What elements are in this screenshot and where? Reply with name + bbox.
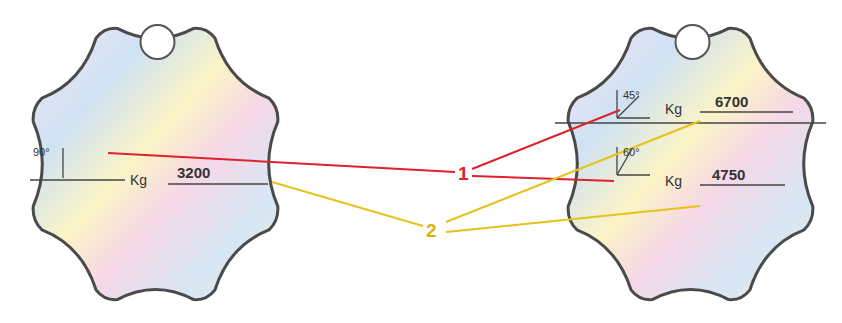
tag-outline (568, 28, 813, 299)
marking-line (616, 90, 617, 118)
marking-line (617, 117, 650, 118)
angle-label: 45° (623, 90, 640, 101)
red-leaders (108, 110, 620, 181)
tag-plate (18, 8, 293, 316)
unit-label: Kg (665, 102, 682, 116)
callout-number: 2 (426, 221, 437, 240)
angle-label: 90° (33, 147, 50, 158)
hanging-hole (676, 25, 710, 59)
callout-number: 1 (458, 164, 469, 183)
marking-line (700, 184, 785, 185)
load-value: 3200 (177, 165, 210, 180)
yellow-leaders (272, 121, 700, 232)
marking-line (617, 174, 650, 175)
marking-line (616, 147, 617, 175)
marking-line (700, 111, 793, 112)
load-value: 4750 (712, 167, 745, 182)
load-tag: 90° Kg 3200 (18, 8, 293, 316)
marking-line (555, 122, 826, 123)
angle-label: 60° (623, 147, 640, 158)
unit-label: Kg (130, 173, 147, 187)
marking-line (30, 179, 125, 180)
marking-line (62, 148, 63, 178)
unit-label: Kg (665, 174, 682, 188)
marking-line (168, 183, 268, 184)
hanging-hole (141, 25, 175, 59)
tag-outline (33, 28, 278, 299)
load-value: 6700 (715, 94, 748, 109)
